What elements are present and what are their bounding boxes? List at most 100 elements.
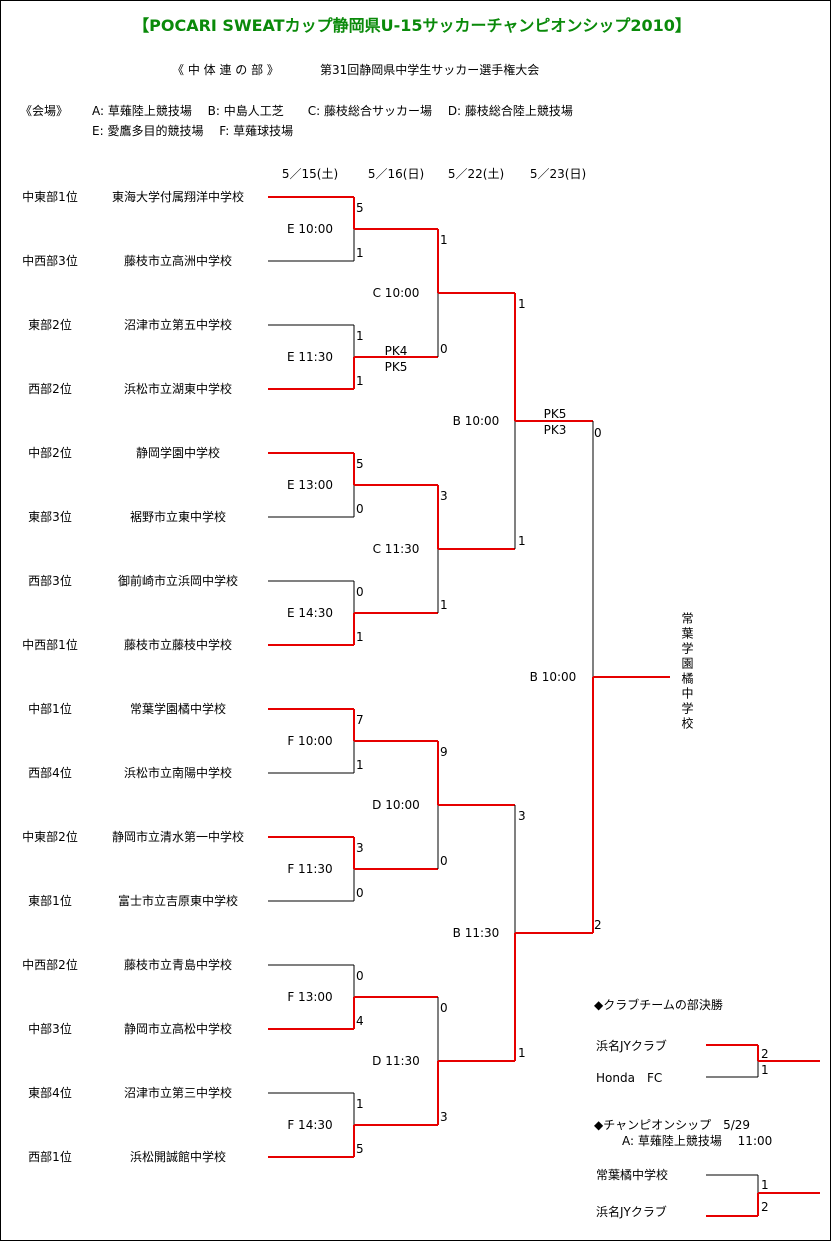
team-name: 静岡市立清水第一中学校 xyxy=(111,830,245,844)
team-name: 静岡市立高松中学校 xyxy=(123,1022,233,1036)
round2-score: 0 xyxy=(440,1001,448,1015)
team-seed: 西部3位 xyxy=(28,574,72,588)
date-round2: 5／16(日) xyxy=(367,167,425,181)
team-name: 裾野市立東中学校 xyxy=(129,510,227,524)
team-name: 浜松開誠館中学校 xyxy=(129,1150,227,1164)
championship-heading: ◆チャンピオンシップ 5/29 xyxy=(594,1118,751,1132)
team-seed: 中東部2位 xyxy=(22,830,78,844)
team-seed: 中部3位 xyxy=(28,1022,72,1036)
round1-score: 5 xyxy=(356,1142,364,1156)
page-title: 【POCARI SWEATカップ静岡県U-15サッカーチャンピオンシップ2010… xyxy=(133,16,691,35)
team-seed: 西部4位 xyxy=(28,766,72,780)
round2-match-time: C 11:30 xyxy=(372,542,420,556)
team-name: 常葉学園橘中学校 xyxy=(129,702,227,716)
round1-score: 1 xyxy=(356,329,364,343)
round1-score: 1 xyxy=(356,1097,364,1111)
semifinal-score: 1 xyxy=(518,1046,526,1060)
championship-score-top: 1 xyxy=(761,1178,769,1192)
semifinal-score: 1 xyxy=(518,534,526,548)
round1-pk: PK4 xyxy=(384,344,408,358)
team-name: 御前崎市立浜岡中学校 xyxy=(117,574,239,588)
round1-match-time: F 11:30 xyxy=(287,862,333,876)
team-seed: 中東部1位 xyxy=(22,190,78,204)
section-label: 《 中 体 連 の 部 》 xyxy=(172,63,279,77)
team-seed: 中西部1位 xyxy=(22,638,78,652)
team-seed: 西部2位 xyxy=(28,382,72,396)
team-name: 沼津市立第三中学校 xyxy=(123,1086,233,1100)
champion-name: 常葉学園橘中学校 xyxy=(680,612,694,732)
semifinal-match-time: B 11:30 xyxy=(452,926,500,940)
round2-score: 3 xyxy=(440,489,448,503)
venue-list-line2: E: 愛鷹多目的競技場 F: 草薙球技場 xyxy=(92,124,294,138)
round1-match-time: F 14:30 xyxy=(287,1118,333,1132)
team-seed: 東部4位 xyxy=(28,1086,72,1100)
round2-score: 9 xyxy=(440,745,448,759)
team-seed: 西部1位 xyxy=(28,1150,72,1164)
club-final-score-bottom: 1 xyxy=(761,1063,769,1077)
team-seed: 東部2位 xyxy=(28,318,72,332)
semifinal-score: 1 xyxy=(518,297,526,311)
semifinal-score: 3 xyxy=(518,809,526,823)
venue-label: 《会場》 xyxy=(20,104,69,118)
round1-match-time: E 10:00 xyxy=(287,222,333,236)
championship-venue: A: 草薙陸上競技場 11:00 xyxy=(622,1134,773,1148)
team-name: 藤枝市立高洲中学校 xyxy=(123,254,233,268)
round2-score: 1 xyxy=(440,598,448,612)
round1-score: 3 xyxy=(356,841,364,855)
club-final-score-top: 2 xyxy=(761,1047,769,1061)
team-name: 浜松市立南陽中学校 xyxy=(123,766,233,780)
round1-match-time: F 10:00 xyxy=(287,734,333,748)
round1-score: 0 xyxy=(356,502,364,516)
round2-score: 0 xyxy=(440,342,448,356)
date-semifinal: 5／22(土) xyxy=(447,167,505,181)
round2-score: 0 xyxy=(440,854,448,868)
final-score: 2 xyxy=(594,918,602,932)
semifinal-pk: PK5 xyxy=(543,407,567,421)
team-seed: 中部2位 xyxy=(28,446,72,460)
round1-score: 1 xyxy=(356,758,364,772)
round1-score: 5 xyxy=(356,201,364,215)
team-seed: 中部1位 xyxy=(28,702,72,716)
round2-match-time: C 10:00 xyxy=(372,286,420,300)
championship-team-bottom: 浜名JYクラブ xyxy=(596,1205,667,1219)
round2-match-time: D 11:30 xyxy=(372,1054,420,1068)
final-match-time: B 10:00 xyxy=(529,670,577,684)
team-name: 富士市立吉原東中学校 xyxy=(117,894,239,908)
championship-score-bottom: 2 xyxy=(761,1200,769,1214)
round1-match-time: F 13:00 xyxy=(287,990,333,1004)
date-round1: 5／15(土) xyxy=(281,167,339,181)
round1-score: 0 xyxy=(356,969,364,983)
final-score: 0 xyxy=(594,426,602,440)
team-name: 藤枝市立青島中学校 xyxy=(123,958,233,972)
round1-match-time: E 13:00 xyxy=(287,478,333,492)
round1-score: 1 xyxy=(356,246,364,260)
semifinal-pk: PK3 xyxy=(543,423,567,437)
round2-match-time: D 10:00 xyxy=(372,798,420,812)
round1-score: 5 xyxy=(356,457,364,471)
team-seed: 中西部3位 xyxy=(22,254,78,268)
round2-score: 3 xyxy=(440,1110,448,1124)
round1-score: 1 xyxy=(356,374,364,388)
round1-match-time: E 14:30 xyxy=(287,606,333,620)
event-name: 第31回静岡県中学生サッカー選手権大会 xyxy=(320,63,540,77)
date-final: 5／23(日) xyxy=(529,167,587,181)
round1-score: 4 xyxy=(356,1014,364,1028)
team-name: 静岡学園中学校 xyxy=(135,446,221,460)
venue-list-line1: A: 草薙陸上競技場 B: 中島人工芝 C: 藤枝総合サッカー場 D: 藤枝総合… xyxy=(92,104,573,118)
round1-score: 0 xyxy=(356,585,364,599)
club-final-team-top: 浜名JYクラブ xyxy=(596,1039,667,1053)
team-seed: 東部3位 xyxy=(28,510,72,524)
team-seed: 中西部2位 xyxy=(22,958,78,972)
round2-score: 1 xyxy=(440,233,448,247)
team-name: 浜松市立湖東中学校 xyxy=(123,382,233,396)
team-name: 東海大学付属翔洋中学校 xyxy=(111,190,245,204)
semifinal-match-time: B 10:00 xyxy=(452,414,500,428)
round1-match-time: E 11:30 xyxy=(287,350,333,364)
round1-score: 7 xyxy=(356,713,364,727)
team-seed: 東部1位 xyxy=(28,894,72,908)
round1-score: 0 xyxy=(356,886,364,900)
championship-team-top: 常葉橘中学校 xyxy=(596,1168,669,1182)
club-final-team-bottom: Honda FC xyxy=(596,1071,663,1085)
team-name: 沼津市立第五中学校 xyxy=(123,318,233,332)
